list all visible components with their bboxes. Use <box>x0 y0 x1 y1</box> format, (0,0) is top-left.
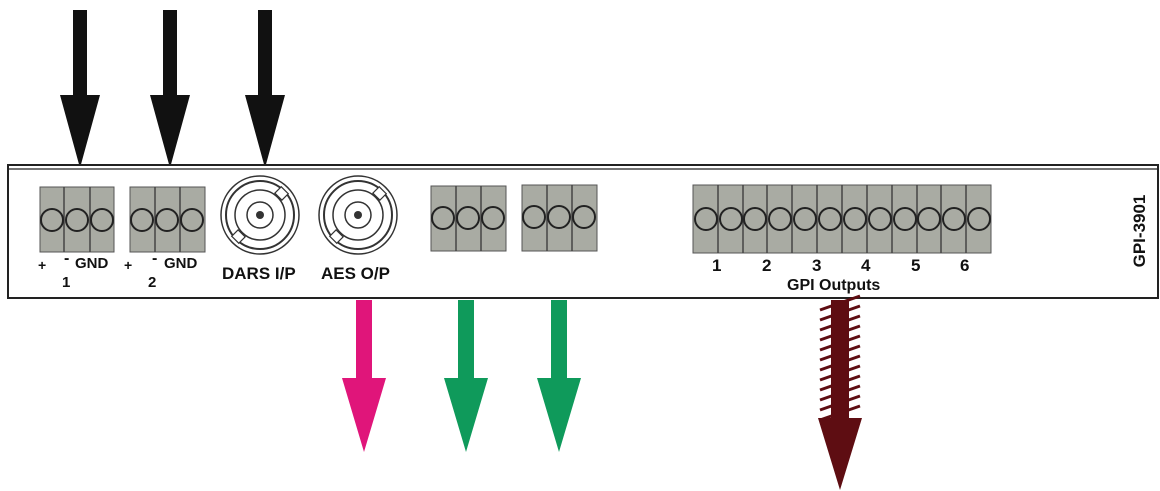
input-1-minus: - <box>64 250 69 267</box>
input-2-minus: - <box>152 250 157 267</box>
gpi-outputs-label: GPI Outputs <box>787 277 880 294</box>
gpi-number-3: 3 <box>812 256 821 275</box>
gpi-number-2: 2 <box>762 256 771 275</box>
input-1-gnd: GND <box>75 255 109 272</box>
gpi-number-1: 1 <box>712 256 721 275</box>
input-2-gnd: GND <box>164 255 198 272</box>
input-1-number: 1 <box>62 274 70 291</box>
aes-output-arrow <box>342 300 386 452</box>
gpi-number-5: 5 <box>911 256 920 275</box>
gpi-number-4: 4 <box>861 256 871 275</box>
aes-output-label: AES O/P <box>321 264 390 283</box>
input-2-plus: + <box>124 257 132 273</box>
terminal-4-output-arrow <box>537 300 581 452</box>
dars-bnc-connector-icon <box>220 175 300 255</box>
terminal-3-output-arrow <box>444 300 488 452</box>
input-arrow-1 <box>60 10 100 168</box>
input-2-number: 2 <box>148 274 156 291</box>
gpi-output-terminal-strip-icon <box>692 184 992 254</box>
input-2-terminal-icon <box>129 186 206 253</box>
model-label: GPI-3901 <box>1130 195 1149 268</box>
terminal-block-4-icon <box>521 184 598 252</box>
aes-bnc-connector-icon <box>318 175 398 255</box>
gpi-number-6: 6 <box>960 256 969 275</box>
dars-input-label: DARS I/P <box>222 264 296 283</box>
gpi-output-arrow <box>818 294 862 490</box>
dars-input-arrow <box>245 10 285 168</box>
input-1-terminal-icon <box>39 186 115 253</box>
input-1-plus: + <box>38 257 46 273</box>
input-arrow-2 <box>150 10 190 168</box>
terminal-block-3-icon <box>430 185 507 252</box>
